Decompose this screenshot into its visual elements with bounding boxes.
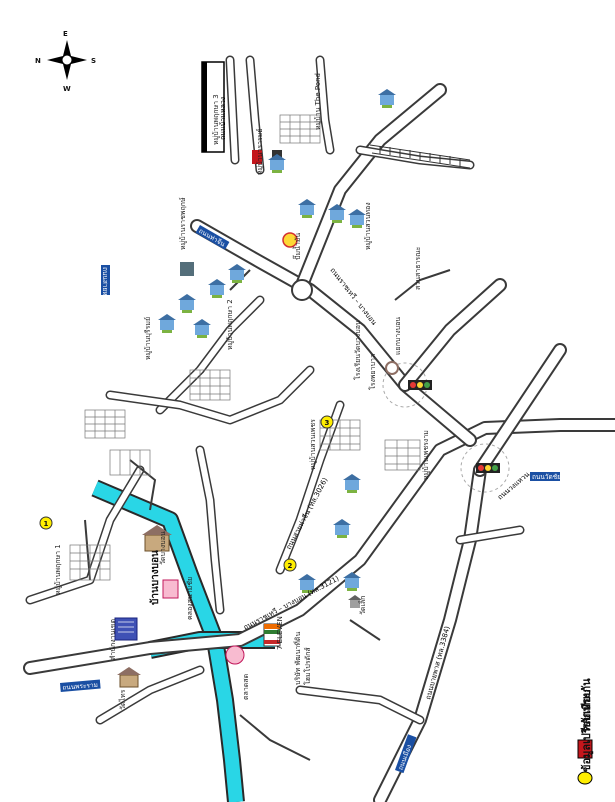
rail-track bbox=[369, 144, 471, 169]
info-marker-2: 2 bbox=[283, 558, 297, 572]
place-labels: หมู่บ้านวรารมย์ หมู่บ้านพฤกษา 2 หมู่บ้าน… bbox=[54, 73, 430, 710]
town-icon bbox=[162, 579, 179, 599]
pole-sign-label: หมู่บ้านพฤกษา 3 bbox=[212, 94, 220, 145]
svg-text:หมู่บ้าน The Pond: หมู่บ้าน The Pond bbox=[314, 73, 322, 130]
svg-text:ตลาดสด: ตลาดสด bbox=[242, 674, 250, 700]
roundabout-1 bbox=[291, 279, 313, 301]
svg-text:ถนนวัดชัย: ถนนวัดชัย bbox=[532, 473, 561, 481]
svg-text:3: 3 bbox=[325, 419, 330, 427]
info-marker-3: 3 bbox=[320, 415, 334, 429]
village-grid bbox=[69, 114, 421, 581]
compass-icon: N E S W bbox=[35, 30, 96, 93]
svg-text:หมู่บ้านราชพฤกษ์: หมู่บ้านราชพฤกษ์ bbox=[179, 197, 187, 250]
road-label-upper: ถนนบ้านหลวง bbox=[219, 97, 227, 140]
road-sign-5: ถนนสายหลัก bbox=[101, 265, 110, 304]
temple-icons bbox=[117, 525, 362, 688]
svg-text:หมู่บ้านเพชรงาม: หมู่บ้านเพชรงาม bbox=[422, 430, 430, 480]
svg-text:S: S bbox=[91, 57, 96, 65]
svg-text:ถนนพระราม 2: ถนนพระราม 2 bbox=[62, 680, 104, 692]
gas-station-icon bbox=[282, 232, 298, 248]
svg-text:สวนสาธารณะ: สวนสาธารณะ bbox=[414, 246, 422, 290]
svg-text:ปั๊มน้ำมัน: ปั๊มน้ำมัน bbox=[291, 233, 302, 260]
map-legend: หลักประกัน ข้อมูลเปรียบเทียบ bbox=[577, 678, 594, 785]
svg-text:บริษัท พัฒนาที่ดิน: บริษัท พัฒนาที่ดิน bbox=[293, 632, 302, 685]
svg-text:หมู่บ้านวรารมย์: หมู่บ้านวรารมย์ bbox=[256, 129, 264, 175]
svg-text:2: 2 bbox=[288, 562, 293, 570]
house-icons bbox=[158, 89, 396, 593]
svg-text:วัดเล็ก: วัดเล็ก bbox=[358, 596, 367, 615]
svg-text:หมู่บ้านสวนทอง: หมู่บ้านสวนทอง bbox=[364, 202, 372, 250]
svg-text:1: 1 bbox=[44, 520, 49, 528]
svg-text:หมู่บ้านสวนเพชร: หมู่บ้านสวนเพชร bbox=[309, 419, 317, 470]
legend-sign: หมู่บ้านพฤกษา 3 bbox=[201, 61, 225, 153]
svg-text:N: N bbox=[35, 57, 41, 65]
legend-project-label: หลักประกัน bbox=[580, 678, 593, 732]
svg-text:โรงพยาบาล: โรงพยาบาล bbox=[368, 354, 377, 390]
svg-text:ถนนสายหลัก: ถนนสายหลัก bbox=[101, 267, 109, 304]
svg-text:โรงเรียนวัดบางบอน: โรงเรียนวัดบางบอน bbox=[353, 320, 362, 380]
legend-project-swatch bbox=[577, 739, 593, 759]
office-icon bbox=[114, 262, 194, 641]
seven-eleven-icon bbox=[263, 623, 281, 647]
svg-text:โฮมโปรดักส์: โฮมโปรดักส์ bbox=[303, 647, 312, 685]
seven-eleven-label: 7 ELEVEN bbox=[276, 616, 284, 650]
svg-text:หมู่บ้านพฤกษา 1: หมู่บ้านพฤกษา 1 bbox=[54, 544, 62, 595]
svg-text:วัดไทร: วัดไทร bbox=[118, 689, 127, 710]
main-roads bbox=[23, 83, 615, 802]
svg-text:สำนักงานเขต: สำนักงานเขต bbox=[109, 618, 117, 660]
road-label-lower: ถนนราชเทวี – บางบอน (ทล.3121) bbox=[242, 574, 340, 631]
svg-text:W: W bbox=[63, 85, 71, 93]
project-marker bbox=[252, 150, 262, 164]
hospital-icon bbox=[385, 361, 399, 375]
svg-text:คลองสนามชัย: คลองสนามชัย bbox=[186, 577, 194, 620]
info-marker-1: 1 bbox=[39, 516, 53, 530]
market-icon bbox=[225, 645, 245, 665]
svg-text:หมู่บ้านพฤกษา 2: หมู่บ้านพฤกษา 2 bbox=[226, 299, 234, 350]
traffic-light-icon bbox=[408, 380, 432, 390]
minor-roads bbox=[84, 269, 451, 761]
traffic-light-icon bbox=[476, 463, 500, 473]
svg-text:บ้านบางบอน: บ้านบางบอน bbox=[149, 550, 161, 605]
svg-text:E: E bbox=[63, 30, 68, 38]
svg-text:วัดบางบอน: วัดบางบอน bbox=[159, 531, 167, 565]
roundabout-3 bbox=[460, 443, 510, 493]
legend-info-swatch bbox=[577, 771, 593, 785]
svg-text:หมู่บ้านบุรีรมย์: หมู่บ้านบุรีรมย์ bbox=[144, 317, 152, 360]
road-sign-3: ถนนวัดชัย bbox=[530, 472, 561, 481]
svg-text:แยกบางบอน: แยกบางบอน bbox=[394, 317, 402, 355]
legend-info-label: ข้อมูลเปรียบเทียบ bbox=[580, 689, 594, 772]
road-sign-2: ถนนพระราม 2 bbox=[59, 679, 104, 692]
